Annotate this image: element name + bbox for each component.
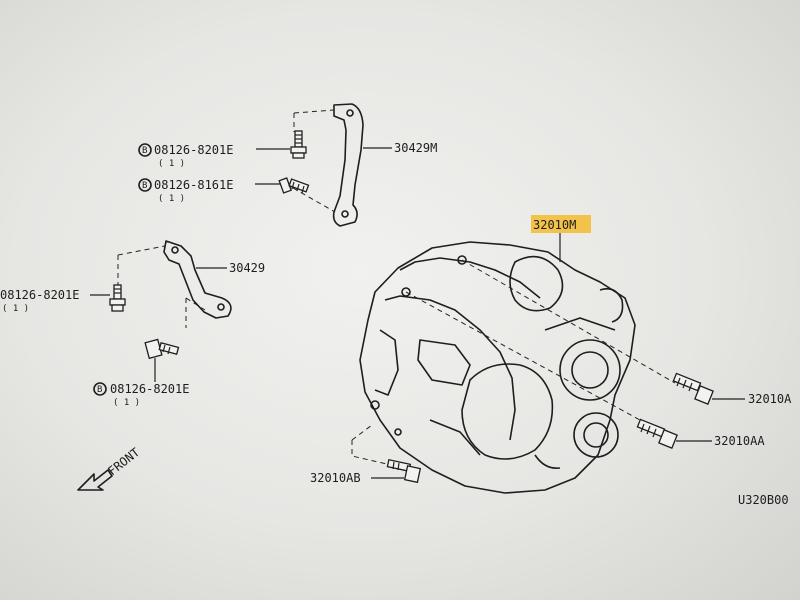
bolt-32010a[interactable] <box>672 372 714 405</box>
label-08126-8201e-lower[interactable]: 08126-8201E <box>110 382 189 396</box>
qty-left: ( 1 ) <box>2 304 29 314</box>
marker-b-3: B <box>97 385 102 395</box>
qty-lower: ( 1 ) <box>113 398 140 408</box>
diagram-code: U320B00 <box>738 493 789 507</box>
qty-top-1: ( 1 ) <box>158 159 185 169</box>
bolt-08126-8201e-left[interactable] <box>109 284 126 312</box>
qty-top-2: ( 1 ) <box>158 194 185 204</box>
bolt-08126-8201e-top[interactable] <box>290 130 307 159</box>
bracket-30429m[interactable] <box>332 103 364 227</box>
marker-b-icon-2 <box>138 178 152 192</box>
front-direction-arrow-icon <box>77 469 113 491</box>
transmission-case[interactable] <box>359 241 636 494</box>
label-30429[interactable]: 30429 <box>229 261 265 275</box>
label-32010m[interactable]: 32010M <box>533 218 576 232</box>
marker-b-icon <box>138 143 152 157</box>
label-32010ab[interactable]: 32010AB <box>310 471 361 485</box>
label-08126-8201e-top[interactable]: 08126-8201E <box>154 143 233 157</box>
highlight-32010m <box>531 215 591 233</box>
label-32010aa[interactable]: 32010AA <box>714 434 765 448</box>
bracket-30429[interactable] <box>163 240 232 319</box>
bolt-32010aa[interactable] <box>636 418 678 449</box>
marker-b: B <box>142 146 147 156</box>
label-30429m[interactable]: 30429M <box>394 141 437 155</box>
label-08126-8201e-left[interactable]: 08126-8201E <box>0 288 79 302</box>
label-08126-8161e[interactable]: 08126-8161E <box>154 178 233 192</box>
bolt-32010ab[interactable] <box>386 459 422 484</box>
front-label: FRONT <box>105 445 142 478</box>
label-32010a[interactable]: 32010A <box>748 392 792 406</box>
bolt-08126-8201e-lower[interactable] <box>144 338 180 360</box>
marker-b-2: B <box>142 181 147 191</box>
bolt-08126-8161e[interactable] <box>278 177 310 194</box>
marker-b-icon-3 <box>93 382 107 396</box>
